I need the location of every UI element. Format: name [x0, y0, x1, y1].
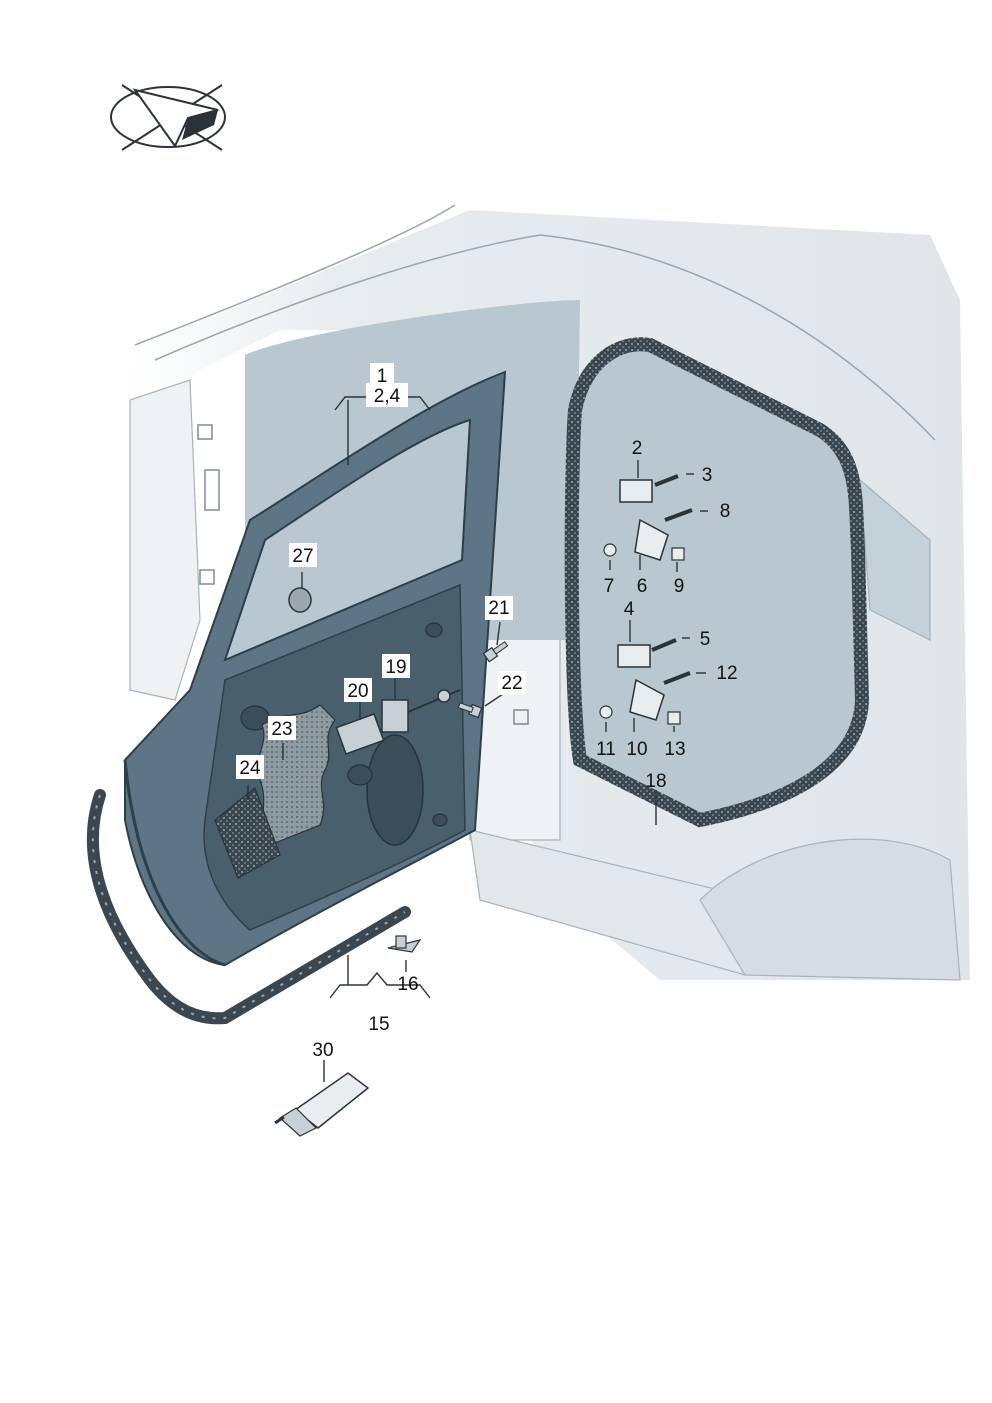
callout-22: 22	[501, 673, 522, 694]
adhesive-tube-30	[274, 1072, 370, 1137]
callout-2: 2	[632, 438, 643, 459]
callout-13: 13	[664, 739, 685, 760]
callout-1: 1	[377, 366, 388, 387]
callout-4: 4	[624, 599, 635, 620]
door-seal-rear	[564, 337, 870, 828]
callout-20: 20	[347, 681, 368, 702]
callout-30: 30	[312, 1040, 333, 1061]
door-check-20	[335, 713, 385, 755]
hinge-lower	[599, 638, 691, 725]
callout-8: 8	[720, 501, 731, 522]
callout-9: 9	[674, 576, 685, 597]
door-check-19	[381, 689, 461, 733]
callout-18: 18	[645, 771, 666, 792]
callout-2-4: 2,4	[374, 386, 401, 407]
bolt-21	[482, 641, 509, 663]
callout-5: 5	[700, 629, 711, 650]
callout-7: 7	[604, 576, 615, 597]
bolt-22	[457, 702, 483, 719]
callout-3: 3	[702, 465, 713, 486]
callout-15: 15	[368, 1014, 389, 1035]
damping-pad-24	[214, 787, 281, 879]
callout-12: 12	[716, 663, 737, 684]
plug-27	[288, 587, 312, 613]
direction-arrow-icon	[110, 84, 226, 151]
callout-27: 27	[292, 546, 313, 567]
callout-23: 23	[271, 719, 292, 740]
callout-21: 21	[488, 598, 509, 619]
callout-19: 19	[385, 657, 406, 678]
callout-6: 6	[637, 576, 648, 597]
callout-10: 10	[626, 739, 647, 760]
callout-11: 11	[596, 739, 616, 760]
clip-16	[387, 935, 422, 953]
callout-16: 16	[397, 974, 418, 995]
callout-labels: 1 2,4 2 3 8 7 6 9 4 5 12 11 10 13 18 27 …	[236, 363, 738, 1061]
hinge-upper	[603, 474, 693, 561]
callout-24: 24	[239, 758, 261, 779]
